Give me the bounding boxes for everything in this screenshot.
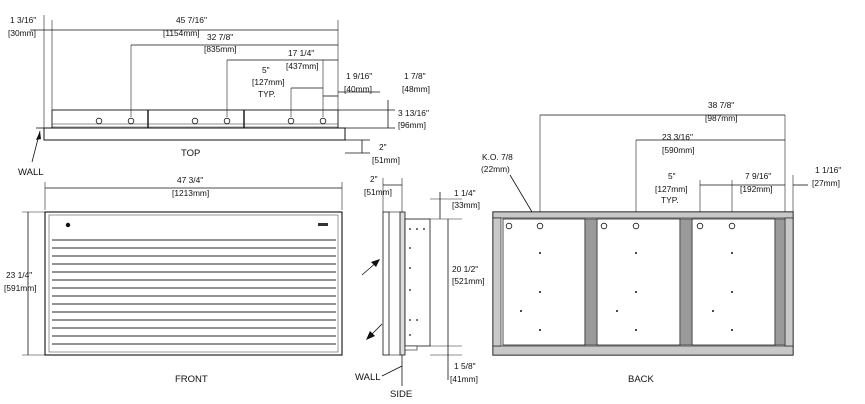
back-hole — [632, 222, 640, 230]
side-bottom-mm: [41mm] — [450, 374, 478, 384]
top-typ-label: TYP. — [258, 89, 276, 99]
top-dim4-in: 17 1/4" — [288, 48, 314, 58]
back-panel-middle — [596, 218, 681, 346]
back-hole — [600, 222, 608, 230]
back-view-title: BACK — [628, 374, 655, 385]
top-hole — [287, 117, 295, 125]
back-hole — [505, 222, 513, 230]
back-ko-label: K.O. 7/8 — [482, 152, 513, 162]
front-width-mm: [1213mm] — [172, 188, 209, 198]
top-wall-label: WALL — [18, 167, 44, 178]
top-hole — [319, 117, 327, 125]
back-view: 38 7/8" [987mm] 23 3/16" [590mm] 5" [127… — [481, 100, 841, 385]
side-bottom-in: 1 5/8" — [454, 361, 476, 371]
side-height-in: 20 1/2" — [452, 264, 478, 274]
side-inner-box — [404, 218, 431, 347]
side-wall-label: WALL — [355, 372, 381, 383]
top-dim7-mm: [48mm] — [402, 84, 430, 94]
top-hole — [127, 117, 135, 125]
side-front-frame — [382, 211, 390, 356]
top-dim8-in: 3 13/16" — [398, 108, 429, 118]
side-top-in: 1 1/4" — [454, 188, 476, 198]
front-height-in: 23 1/4" — [6, 270, 32, 280]
back-hole — [728, 222, 736, 230]
top-dim4-mm: [437mm] — [286, 61, 319, 71]
top-view: 1 3/16" [30mm] 45 7/16" [1154mm] 32 7/8"… — [8, 15, 430, 178]
back-right-in: 7 9/16" — [745, 171, 771, 181]
back-hole — [696, 222, 704, 230]
back-mid-in: 23 3/16" — [662, 132, 693, 142]
back-panel-right — [691, 218, 776, 346]
top-dim3-in: 32 7/8" — [207, 32, 233, 42]
top-hole — [191, 117, 199, 125]
front-width-in: 47 3/4" — [177, 175, 203, 185]
side-back-plate — [399, 211, 406, 356]
top-dim9-mm: [51mm] — [372, 155, 400, 165]
top-dim9-in: 2" — [379, 142, 387, 152]
front-height-mm: [591mm] — [4, 283, 37, 293]
back-edge-in: 1 1/16" — [815, 165, 841, 175]
back-mid-mm: [590mm] — [662, 145, 695, 155]
top-hole — [223, 117, 231, 125]
top-dim7-in: 1 7/8" — [404, 71, 426, 81]
back-hole — [536, 222, 544, 230]
top-dim1-in: 1 3/16" — [10, 15, 36, 25]
back-width-in: 38 7/8" — [708, 100, 734, 110]
front-view-title: FRONT — [175, 374, 208, 385]
side-view: 2" [51mm] 1 1/4" [33mm] 20 1/2" — [355, 174, 485, 400]
front-logo-plate — [318, 223, 328, 226]
top-dim6-in: 1 9/16" — [346, 71, 372, 81]
top-dim5-mm: [127mm] — [252, 77, 285, 87]
back-edge-mm: [27mm] — [812, 178, 840, 188]
top-dim5-in: 5" — [262, 65, 270, 75]
side-depth-mm: [51mm] — [364, 187, 392, 197]
front-view: 47 3/4" [1213mm] 23 1/4" [591mm] FRONT — [4, 175, 343, 385]
side-view-title: SIDE — [390, 389, 412, 400]
back-panel-left — [502, 218, 586, 346]
top-dim3-mm: [835mm] — [204, 44, 237, 54]
top-dim6-mm: [40mm] — [344, 84, 372, 94]
back-width-mm: [987mm] — [705, 113, 738, 123]
top-dim1-mm: [30mm] — [8, 28, 36, 38]
top-hole — [95, 117, 103, 125]
front-lock-dot — [65, 222, 71, 228]
side-top-mm: [33mm] — [452, 200, 480, 210]
back-typ-label: TYP. — [661, 195, 679, 205]
top-view-title: TOP — [181, 148, 200, 159]
back-spacing-in: 5" — [668, 171, 676, 181]
top-dim2-in: 45 7/16" — [176, 15, 207, 25]
side-height-mm: [521mm] — [452, 276, 485, 286]
top-body — [51, 109, 339, 129]
back-right-mm: [192mm] — [740, 184, 773, 194]
top-dim2-mm: [1154mm] — [163, 28, 200, 38]
top-dim8-mm: [96mm] — [398, 120, 426, 130]
back-ko-mm: (22mm) — [481, 164, 510, 174]
back-spacing-mm: [127mm] — [655, 184, 688, 194]
side-depth-in: 2" — [370, 174, 378, 184]
top-base — [43, 127, 346, 141]
